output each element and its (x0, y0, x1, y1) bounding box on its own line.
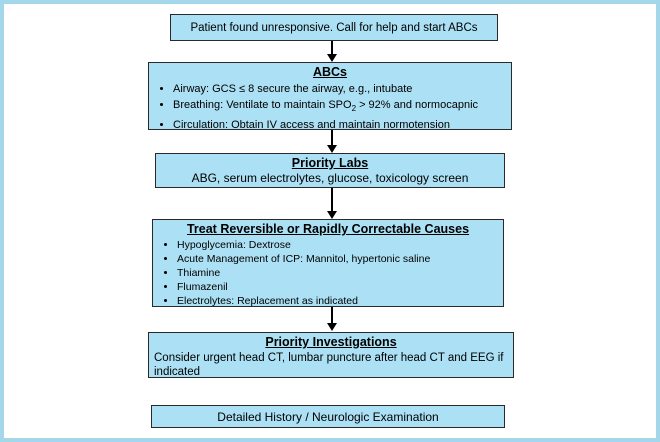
list-item: Breathing: Ventilate to maintain SPO2 > … (173, 97, 511, 117)
arrow-shaft (331, 307, 333, 323)
flow-node-abcs: ABCs Airway: GCS ≤ 8 secure the airway, … (148, 62, 512, 133)
flow-node-start: Patient found unresponsive. Call for hel… (170, 14, 498, 41)
flow-node-priority-investigations-title: Priority Investigations (265, 335, 397, 349)
arrow-shaft (331, 188, 333, 211)
arrow-head (327, 323, 337, 331)
flow-node-treat-causes-title: Treat Reversible or Rapidly Correctable … (186, 222, 470, 236)
flow-node-priority-labs-title: Priority Labs (291, 156, 369, 170)
arrow-shaft (331, 130, 333, 145)
flow-node-priority-investigations-body: Consider urgent head CT, lumbar puncture… (154, 352, 504, 378)
arrow-head (327, 145, 337, 153)
list-item: Hypoglycemia: Dextrose (177, 238, 503, 252)
flow-node-history-exam-label: Detailed History / Neurologic Examinatio… (217, 409, 439, 424)
bullet-text: Flumazenil (177, 281, 228, 293)
abcs-bullet-list: Airway: GCS ≤ 8 secure the airway, e.g.,… (149, 81, 511, 133)
bullet-text: Electrolytes: Replacement as indicated (177, 295, 358, 307)
list-item: Thiamine (177, 266, 503, 280)
bullet-text-subscript: 2 (351, 104, 357, 114)
arrow-head (327, 211, 337, 219)
list-item: Circulation: Obtain IV access and mainta… (173, 117, 511, 133)
bullet-text-pre: Breathing: Ventilate to maintain SPO (173, 99, 352, 111)
flow-node-priority-labs: Priority Labs ABG, serum electrolytes, g… (155, 153, 505, 188)
bullet-text: Airway: GCS ≤ 8 secure the airway, e.g.,… (173, 83, 413, 95)
bullet-text-post: > 92% and normocapnic (356, 99, 479, 111)
flow-node-history-exam: Detailed History / Neurologic Examinatio… (151, 405, 505, 428)
flow-node-abcs-title: ABCs (312, 65, 348, 79)
arrow-down-icon (326, 188, 338, 219)
arrow-head (327, 54, 337, 62)
flow-node-start-label: Patient found unresponsive. Call for hel… (190, 21, 478, 34)
flow-node-treat-causes: Treat Reversible or Rapidly Correctable … (152, 219, 504, 307)
list-item: Airway: GCS ≤ 8 secure the airway, e.g.,… (173, 81, 511, 97)
bullet-text: Hypoglycemia: Dextrose (177, 239, 291, 251)
bullet-text: Thiamine (177, 267, 221, 279)
flow-node-priority-investigations: Priority Investigations Consider urgent … (148, 332, 514, 378)
arrow-shaft (331, 41, 333, 54)
arrow-down-icon (326, 41, 338, 62)
flow-node-priority-labs-body: ABG, serum electrolytes, glucose, toxico… (191, 171, 469, 185)
arrow-down-icon (326, 307, 338, 331)
list-item: Flumazenil (177, 280, 503, 294)
bullet-text: Acute Management of ICP: Mannitol, hyper… (177, 253, 431, 265)
bullet-text: Circulation: Obtain IV access and mainta… (173, 119, 450, 132)
list-item: Acute Management of ICP: Mannitol, hyper… (177, 252, 503, 266)
arrow-down-icon (326, 130, 338, 153)
treat-causes-bullet-list: Hypoglycemia: Dextrose Acute Management … (153, 238, 503, 308)
list-item: Electrolytes: Replacement as indicated (177, 294, 503, 308)
